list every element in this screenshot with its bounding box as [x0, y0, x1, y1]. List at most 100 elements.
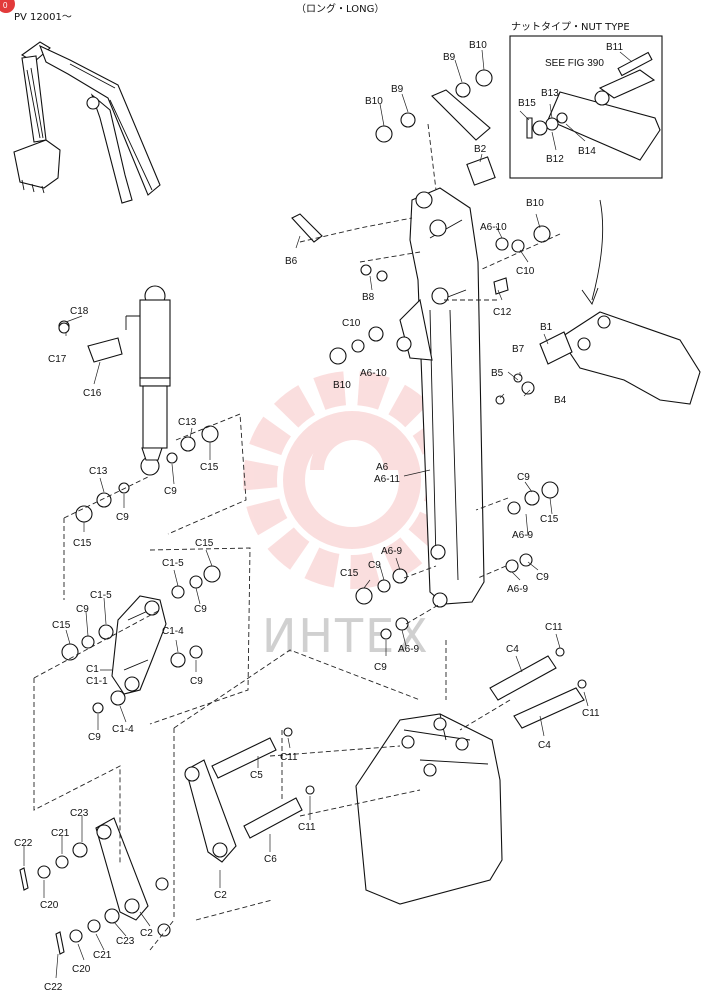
label-c4-lower: C4 [538, 740, 551, 751]
label-b15: B15 [518, 98, 536, 109]
label-c15-left-1: C15 [73, 538, 92, 549]
label-c9-right-2: C9 [536, 572, 549, 583]
label-a6-10-upper: A6-10 [480, 222, 507, 233]
b9-washer-drawing [455, 82, 471, 98]
watermark-logo [243, 371, 461, 589]
label-b5: B5 [491, 368, 504, 379]
bucket-drawing [355, 713, 503, 905]
label-c1-4-lower: C1-4 [112, 724, 134, 735]
link-c2-left-drawing [95, 817, 149, 921]
label-c9-right-1: C9 [517, 472, 530, 483]
c5-pin-drawing [211, 737, 277, 779]
label-b1: B1 [540, 322, 553, 333]
label-c21-upper: C21 [51, 828, 70, 839]
label-a6-11: A6-11 [374, 474, 400, 485]
label-a6: A6 [376, 462, 389, 473]
label-c10-upper: C10 [516, 266, 535, 277]
c16-plate-drawing [87, 337, 123, 363]
label-c11-c6: C11 [298, 822, 316, 833]
label-c21-lower: C21 [93, 950, 112, 961]
label-c16: C16 [83, 388, 102, 399]
label-c4-upper: C4 [506, 644, 519, 655]
label-b9-left: B9 [391, 84, 404, 95]
nut-type-inset-box [509, 35, 663, 179]
label-c1-5-left: C1-5 [90, 590, 112, 601]
label-b10-lower: B10 [333, 380, 351, 391]
label-a6-10-lower: A6-10 [360, 368, 387, 379]
label-c11-c5: C11 [280, 752, 298, 763]
label-c9-left-1: C9 [116, 512, 129, 523]
label-b13: B13 [541, 88, 559, 99]
label-b7: B7 [512, 344, 525, 355]
label-b11: B11 [606, 42, 623, 53]
label-c15-link-right: C15 [195, 538, 214, 549]
page-title: （ロング・LONG） [296, 2, 384, 15]
label-c9-link-2: C9 [76, 604, 89, 615]
arm-drawing [396, 187, 485, 608]
label-c2-right: C2 [214, 890, 227, 901]
label-a6-9-right-2: A6-9 [507, 584, 529, 595]
label-c6: C6 [264, 854, 277, 865]
pin-b2-drawing [431, 89, 496, 186]
label-c20-lower: C20 [72, 964, 91, 975]
label-c1-1: C1-1 [86, 676, 108, 687]
b10-washer-drawing [475, 69, 493, 87]
label-c17: C17 [48, 354, 67, 365]
label-c20-upper: C20 [40, 900, 59, 911]
label-c10-lower: C10 [342, 318, 361, 329]
inset-reference: SEE FIG 390 [545, 58, 604, 69]
b6-bolt-drawing [291, 213, 323, 243]
inset-title: ナットタイプ・NUT TYPE [511, 21, 630, 33]
label-c22-upper: C22 [14, 838, 33, 849]
boom-end-drawing [559, 311, 701, 405]
label-c1-4-upper: C1-4 [162, 626, 184, 637]
label-c2-left: C2 [140, 928, 153, 939]
label-c23-lower: C23 [116, 936, 135, 947]
label-c12: C12 [493, 307, 512, 318]
model-range: PV 12001～ [14, 12, 72, 23]
label-c11-upper: C11 [545, 622, 563, 633]
machine-overview-drawing [13, 41, 161, 204]
label-c1-5-right: C1-5 [162, 558, 184, 569]
label-b12: B12 [546, 154, 564, 165]
label-c15-link-left: C15 [52, 620, 71, 631]
label-c9-center-lower: C9 [374, 662, 387, 673]
label-c15-right: C15 [540, 514, 559, 525]
nut-type-assembly-drawing [526, 51, 661, 161]
link-c2-right-drawing [185, 759, 237, 863]
c4-pin-lower-drawing [513, 687, 585, 729]
label-c23-upper: C23 [70, 808, 89, 819]
label-b6: B6 [285, 256, 298, 267]
corner-badge-label: 0 [3, 1, 8, 10]
label-c1: C1 [86, 664, 99, 675]
label-c18: C18 [70, 306, 89, 317]
bucket-cylinder-drawing [125, 285, 171, 476]
label-c9-link-4: C9 [88, 732, 101, 743]
label-c9-link-1: C9 [194, 604, 207, 615]
label-c13-lower: C13 [89, 466, 108, 477]
label-c9-link-3: C9 [190, 676, 203, 687]
label-b4: B4 [554, 395, 567, 406]
label-b9-top: B9 [443, 52, 456, 63]
label-c15-upper: C15 [200, 462, 219, 473]
label-c22-lower: C22 [44, 982, 63, 993]
b1-pin-drawing [539, 331, 573, 365]
label-c9-center: C9 [368, 560, 381, 571]
label-b10-left: B10 [365, 96, 383, 107]
label-c15-center: C15 [340, 568, 359, 579]
label-a6-9-center-lower: A6-9 [398, 644, 420, 655]
label-b14: B14 [578, 146, 596, 157]
label-c11-right: C11 [582, 708, 600, 719]
label-c5: C5 [250, 770, 263, 781]
label-b2: B2 [474, 144, 487, 155]
corner-badge [0, 0, 15, 13]
label-a6-9-center: A6-9 [381, 546, 403, 557]
c4-pin-upper-drawing [489, 655, 557, 701]
label-b10-top: B10 [469, 40, 487, 51]
label-b8: B8 [362, 292, 375, 303]
label-b10-right: B10 [526, 198, 544, 209]
link-c1-drawing [111, 595, 167, 695]
label-a6-9-right-1: A6-9 [512, 530, 534, 541]
label-c13-upper: C13 [178, 417, 197, 428]
